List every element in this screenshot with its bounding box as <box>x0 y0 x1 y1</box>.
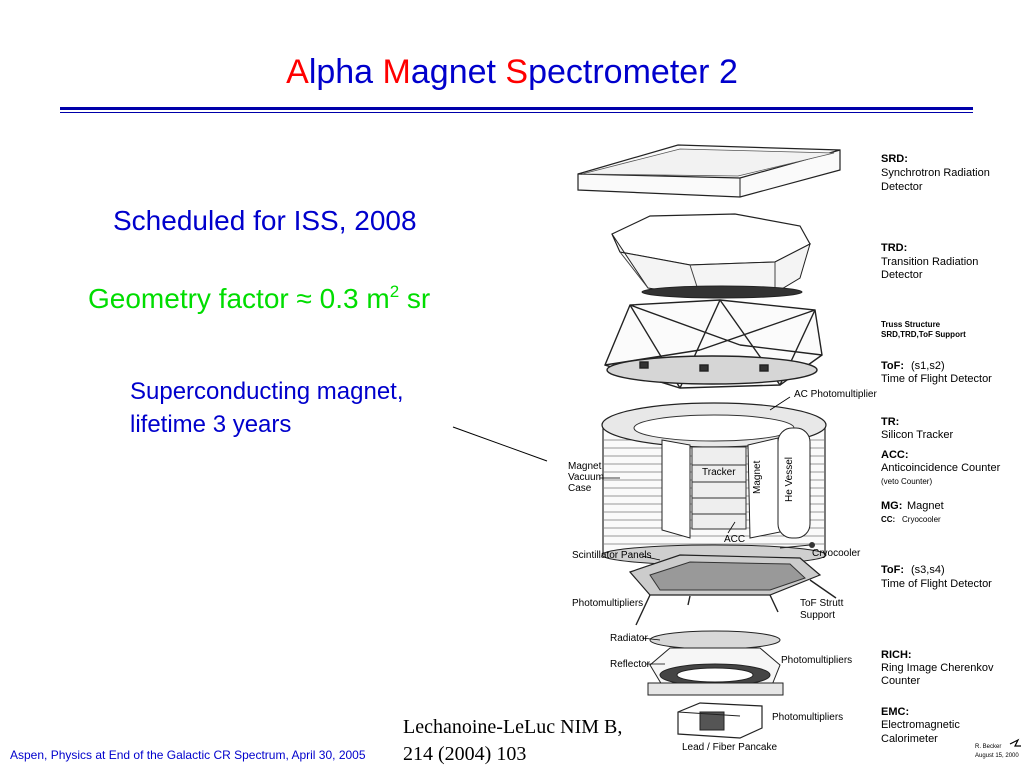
legend-tof2-line1: Time of Flight Detector <box>881 578 992 590</box>
legend-trd-head: TRD: <box>881 242 907 254</box>
slide-title: Alpha Magnet Spectrometer 2 <box>0 52 1024 92</box>
legend-cc-line1: Cryocooler <box>902 515 941 524</box>
callout-ac-photomultiplier: AC Photomultiplier <box>794 389 877 400</box>
magnet-note-line1: Superconducting magnet, <box>130 378 404 405</box>
callout-reflector: Reflector <box>610 659 651 670</box>
legend-trd-line2: Detector <box>881 269 923 281</box>
truss-structure <box>604 299 823 389</box>
title-part-pectrometer: pectrometer 2 <box>528 53 738 91</box>
author-signature: R. Becker August 15, 2000 <box>975 738 1021 759</box>
trd-octagon <box>611 213 811 299</box>
magnet-note: Superconducting magnet, lifetime 3 years <box>130 375 404 441</box>
title-letter-a: A <box>286 53 309 91</box>
legend-emc-line2: Calorimeter <box>881 733 938 745</box>
rich-detector <box>647 630 784 696</box>
magnet-vacuum-case <box>601 402 827 566</box>
legend-emc-line1: Electromagnetic <box>881 719 960 731</box>
legend-acc-line1: Anticoincidence Counter <box>881 462 1001 474</box>
legend-tr-line1: Silicon Tracker <box>881 429 953 441</box>
legend-rich-line1: Ring Image Cherenkov <box>881 662 994 674</box>
legend-cc-head: CC: <box>881 515 895 524</box>
magnet-note-line2: lifetime 3 years <box>130 411 292 438</box>
lower-tof <box>628 554 837 626</box>
legend-srd-head: SRD: <box>881 153 908 165</box>
signature-name: R. Becker <box>975 744 1001 750</box>
legend-truss-line2: SRD,TRD,ToF Support <box>881 330 966 339</box>
title-part-lpha: lpha <box>308 53 383 91</box>
callout-tracker: Tracker <box>702 467 736 478</box>
diagram-callouts: AC Photomultiplier Tracker Magnet He Ves… <box>568 389 877 753</box>
legend-tof1-line1: Time of Flight Detector <box>881 373 992 385</box>
callout-magnet: Magnet <box>752 460 763 494</box>
emc-calorimeter <box>677 702 763 739</box>
signature-logo-icon <box>1009 738 1021 747</box>
legend-mg-line1: Magnet <box>907 500 944 512</box>
callout-cryocooler: Cryocooler <box>812 548 861 559</box>
callout-scintillator: Scintillator Panels <box>572 550 651 561</box>
legend-acc-head: ACC: <box>881 449 909 461</box>
citation-line2: 214 (2004) 103 <box>403 743 527 765</box>
legend-rich-line2: Counter <box>881 675 920 687</box>
legend-truss-line1: Truss Structure <box>881 320 941 329</box>
title-part-agnet: agnet <box>410 53 506 91</box>
geometry-suffix: sr <box>399 283 431 314</box>
legend-tof2-sub: (s3,s4) <box>911 564 945 576</box>
legend-rich-head: RICH: <box>881 649 912 661</box>
legend-tof1-sub: (s1,s2) <box>911 360 945 372</box>
legend-tof2-head: ToF: <box>881 564 904 576</box>
signature-date: August 15, 2000 <box>975 753 1019 759</box>
callout-tof-strut-line1: ToF Strutt <box>800 598 844 609</box>
citation-line1: Lechanoine-LeLuc NIM B, <box>403 716 623 738</box>
legend-tof1-head: ToF: <box>881 360 904 372</box>
callout-acc: ACC <box>724 534 745 545</box>
title-letter-s: S <box>505 53 529 91</box>
title-rule-thick <box>60 107 973 110</box>
callout-pm-rich: Photomultipliers <box>781 655 852 666</box>
legend-tr-head: TR: <box>881 416 899 428</box>
callout-he-vessel: He Vessel <box>784 457 795 502</box>
magnet-pointer-line <box>452 426 548 462</box>
subsystem-legend: SRD: Synchrotron Radiation Detector TRD:… <box>881 153 1001 745</box>
geometry-exponent: 2 <box>389 282 400 301</box>
geometry-factor-text: Geometry factor ≈ 0.3 m2 sr <box>88 275 430 316</box>
legend-mg-head: MG: <box>881 500 902 512</box>
srd-slab <box>577 144 841 198</box>
legend-acc-line2: (veto Counter) <box>881 477 932 486</box>
legend-emc-head: EMC: <box>881 706 909 718</box>
callout-radiator: Radiator <box>610 633 648 644</box>
legend-srd-line1: Synchrotron Radiation <box>881 167 990 179</box>
callout-lead-fiber: Lead / Fiber Pancake <box>682 742 777 753</box>
callout-mvc-line1: Magnet <box>568 461 602 472</box>
callout-tof-strut-line2: Support <box>800 610 835 621</box>
legend-trd-line1: Transition Radiation <box>881 256 978 268</box>
slide-footer: Aspen, Physics at End of the Galactic CR… <box>10 748 366 762</box>
title-letter-m: M <box>382 53 411 91</box>
title-rule-thin <box>60 112 973 113</box>
citation: Lechanoine-LeLuc NIM B, 214 (2004) 103 <box>403 714 622 768</box>
callout-mvc-line2: Vacuum <box>568 472 604 483</box>
schedule-text: Scheduled for ISS, 2008 <box>113 205 417 236</box>
geometry-prefix: Geometry factor ≈ 0.3 m <box>88 283 390 314</box>
callout-pm-tof: Photomultipliers <box>572 598 643 609</box>
legend-srd-line2: Detector <box>881 181 923 193</box>
callout-pm-emc: Photomultipliers <box>772 712 843 723</box>
callout-mvc-line3: Case <box>568 483 592 494</box>
